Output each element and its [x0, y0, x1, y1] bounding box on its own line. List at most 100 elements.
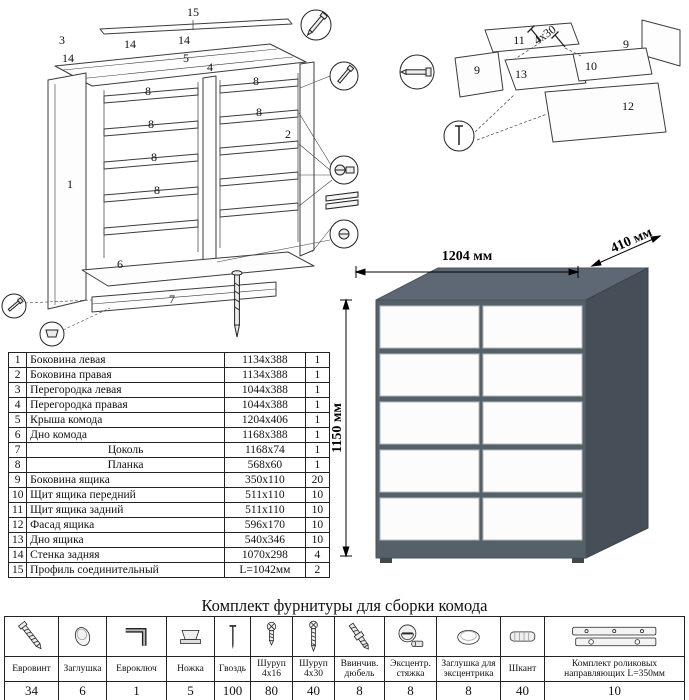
- part-callout: 8: [256, 105, 262, 119]
- part-size: 350х110: [224, 472, 306, 488]
- hardware-item-name: Ввинчив. дюбель: [334, 656, 385, 682]
- part-callout: 5: [183, 51, 189, 65]
- part-callout: 4: [207, 60, 213, 74]
- part-number: 3: [7, 382, 28, 398]
- hardware-icon-row: [4, 616, 685, 657]
- hardware-item-qty: 8: [334, 681, 385, 700]
- part-callout: 13: [515, 67, 527, 81]
- part-callout: 9: [474, 63, 480, 77]
- hardware-item-qty: 6: [58, 681, 107, 700]
- foot-leader-lines: [24, 299, 111, 331]
- fitting-detail-icons: [325, 61, 359, 249]
- bolt-art: [231, 270, 243, 338]
- part-name: Цоколь: [26, 442, 225, 458]
- part-size: 1134х388: [224, 352, 306, 368]
- part-name: Боковина левая: [26, 352, 225, 368]
- part-callout: 8: [154, 183, 160, 197]
- part-callout: 9: [623, 37, 629, 51]
- hardware-item-qty: 40: [500, 681, 545, 700]
- part-name: Дно ящика: [26, 532, 225, 548]
- part-size: 540х346: [224, 532, 306, 548]
- part-qty: 1: [304, 367, 331, 383]
- hardware-item-name: Евровинт: [4, 656, 59, 682]
- part-name: Боковина правая: [26, 367, 225, 383]
- part-number: 13: [7, 532, 28, 548]
- foot-detail-icons: [1, 293, 65, 347]
- part-number: 15: [7, 562, 28, 578]
- part-callout: 14: [178, 33, 190, 47]
- hardware-item-name: Шуруп 4х30: [292, 656, 335, 682]
- screw-long-icon: [309, 620, 318, 653]
- part-number: 9: [7, 472, 28, 488]
- hardware-item-name: Евроключ: [106, 656, 167, 682]
- height-dimension-label: 1150 мм: [330, 403, 345, 453]
- part-qty: 1: [304, 397, 331, 413]
- drawer-exploded-art: [454, 19, 681, 143]
- part-size: 1168х388: [224, 427, 306, 443]
- cam-lock-icon: [384, 616, 437, 657]
- part-callout: 2: [285, 127, 291, 141]
- part-number: 2: [7, 367, 28, 383]
- confirmat-detail-icon: [300, 9, 332, 41]
- hardware-item-name: Заглушка для эксцентрика: [436, 656, 501, 682]
- part-size: 1044х388: [224, 397, 306, 413]
- cam-cap-icon: [436, 616, 501, 657]
- part-qty: 10: [304, 502, 331, 518]
- hardware-item-qty: 100: [214, 681, 251, 700]
- hardware-item-name: Комплект роликовых направляющих L=350мм: [544, 656, 685, 682]
- part-number: 7: [7, 442, 28, 458]
- dimension-lines: [340, 235, 662, 558]
- part-qty: 4: [304, 547, 331, 563]
- part-callout: 15: [187, 5, 199, 19]
- hardware-item-name: Ножка: [166, 656, 215, 682]
- part-size: 1134х388: [224, 367, 306, 383]
- hardware-item-qty: 5: [166, 681, 215, 700]
- euro-screw-icon: [17, 620, 42, 650]
- part-callout: 7: [169, 292, 175, 306]
- part-qty: 20: [304, 472, 331, 488]
- hardware-item-qty: 10: [544, 681, 685, 700]
- nail-detail-icon: [443, 120, 475, 152]
- part-name: Перегородка левая: [26, 382, 225, 398]
- part-callout: 14: [124, 37, 136, 51]
- foot-icon: [166, 616, 215, 657]
- dowel-icon: [500, 616, 545, 657]
- part-number: 8: [7, 457, 28, 473]
- leader-lines: [216, 75, 333, 263]
- roller-guides-icon: [544, 616, 685, 657]
- part-qty: 1: [304, 382, 331, 398]
- part-number: 6: [7, 427, 28, 443]
- part-callout: 12: [622, 99, 634, 113]
- dowel-screw-icon: [348, 622, 369, 650]
- depth-dimension-label: 410 мм: [609, 226, 655, 257]
- part-size: 511х110: [224, 502, 306, 518]
- cap-icon: [74, 627, 91, 646]
- part-qty: 2: [304, 562, 331, 578]
- part-name: Щит ящика передний: [26, 487, 225, 503]
- part-name: Фасад ящика: [26, 517, 225, 533]
- part-number: 10: [7, 487, 28, 503]
- cam-lock-icon: [398, 624, 424, 647]
- part-qty: 1: [304, 352, 331, 368]
- part-size: 1044х388: [224, 382, 306, 398]
- part-callout: 8: [253, 74, 259, 88]
- screw-long-icon: [292, 616, 335, 657]
- part-name: Планка: [26, 457, 225, 473]
- hardware-item-qty: 40: [292, 681, 335, 700]
- cap-icon: [58, 616, 107, 657]
- part-qty: 10: [304, 532, 331, 548]
- nail-icon: [229, 625, 236, 650]
- hardware-item-qty: 34: [4, 681, 59, 700]
- part-callout: 10: [585, 59, 597, 73]
- foot-icon: [180, 629, 201, 644]
